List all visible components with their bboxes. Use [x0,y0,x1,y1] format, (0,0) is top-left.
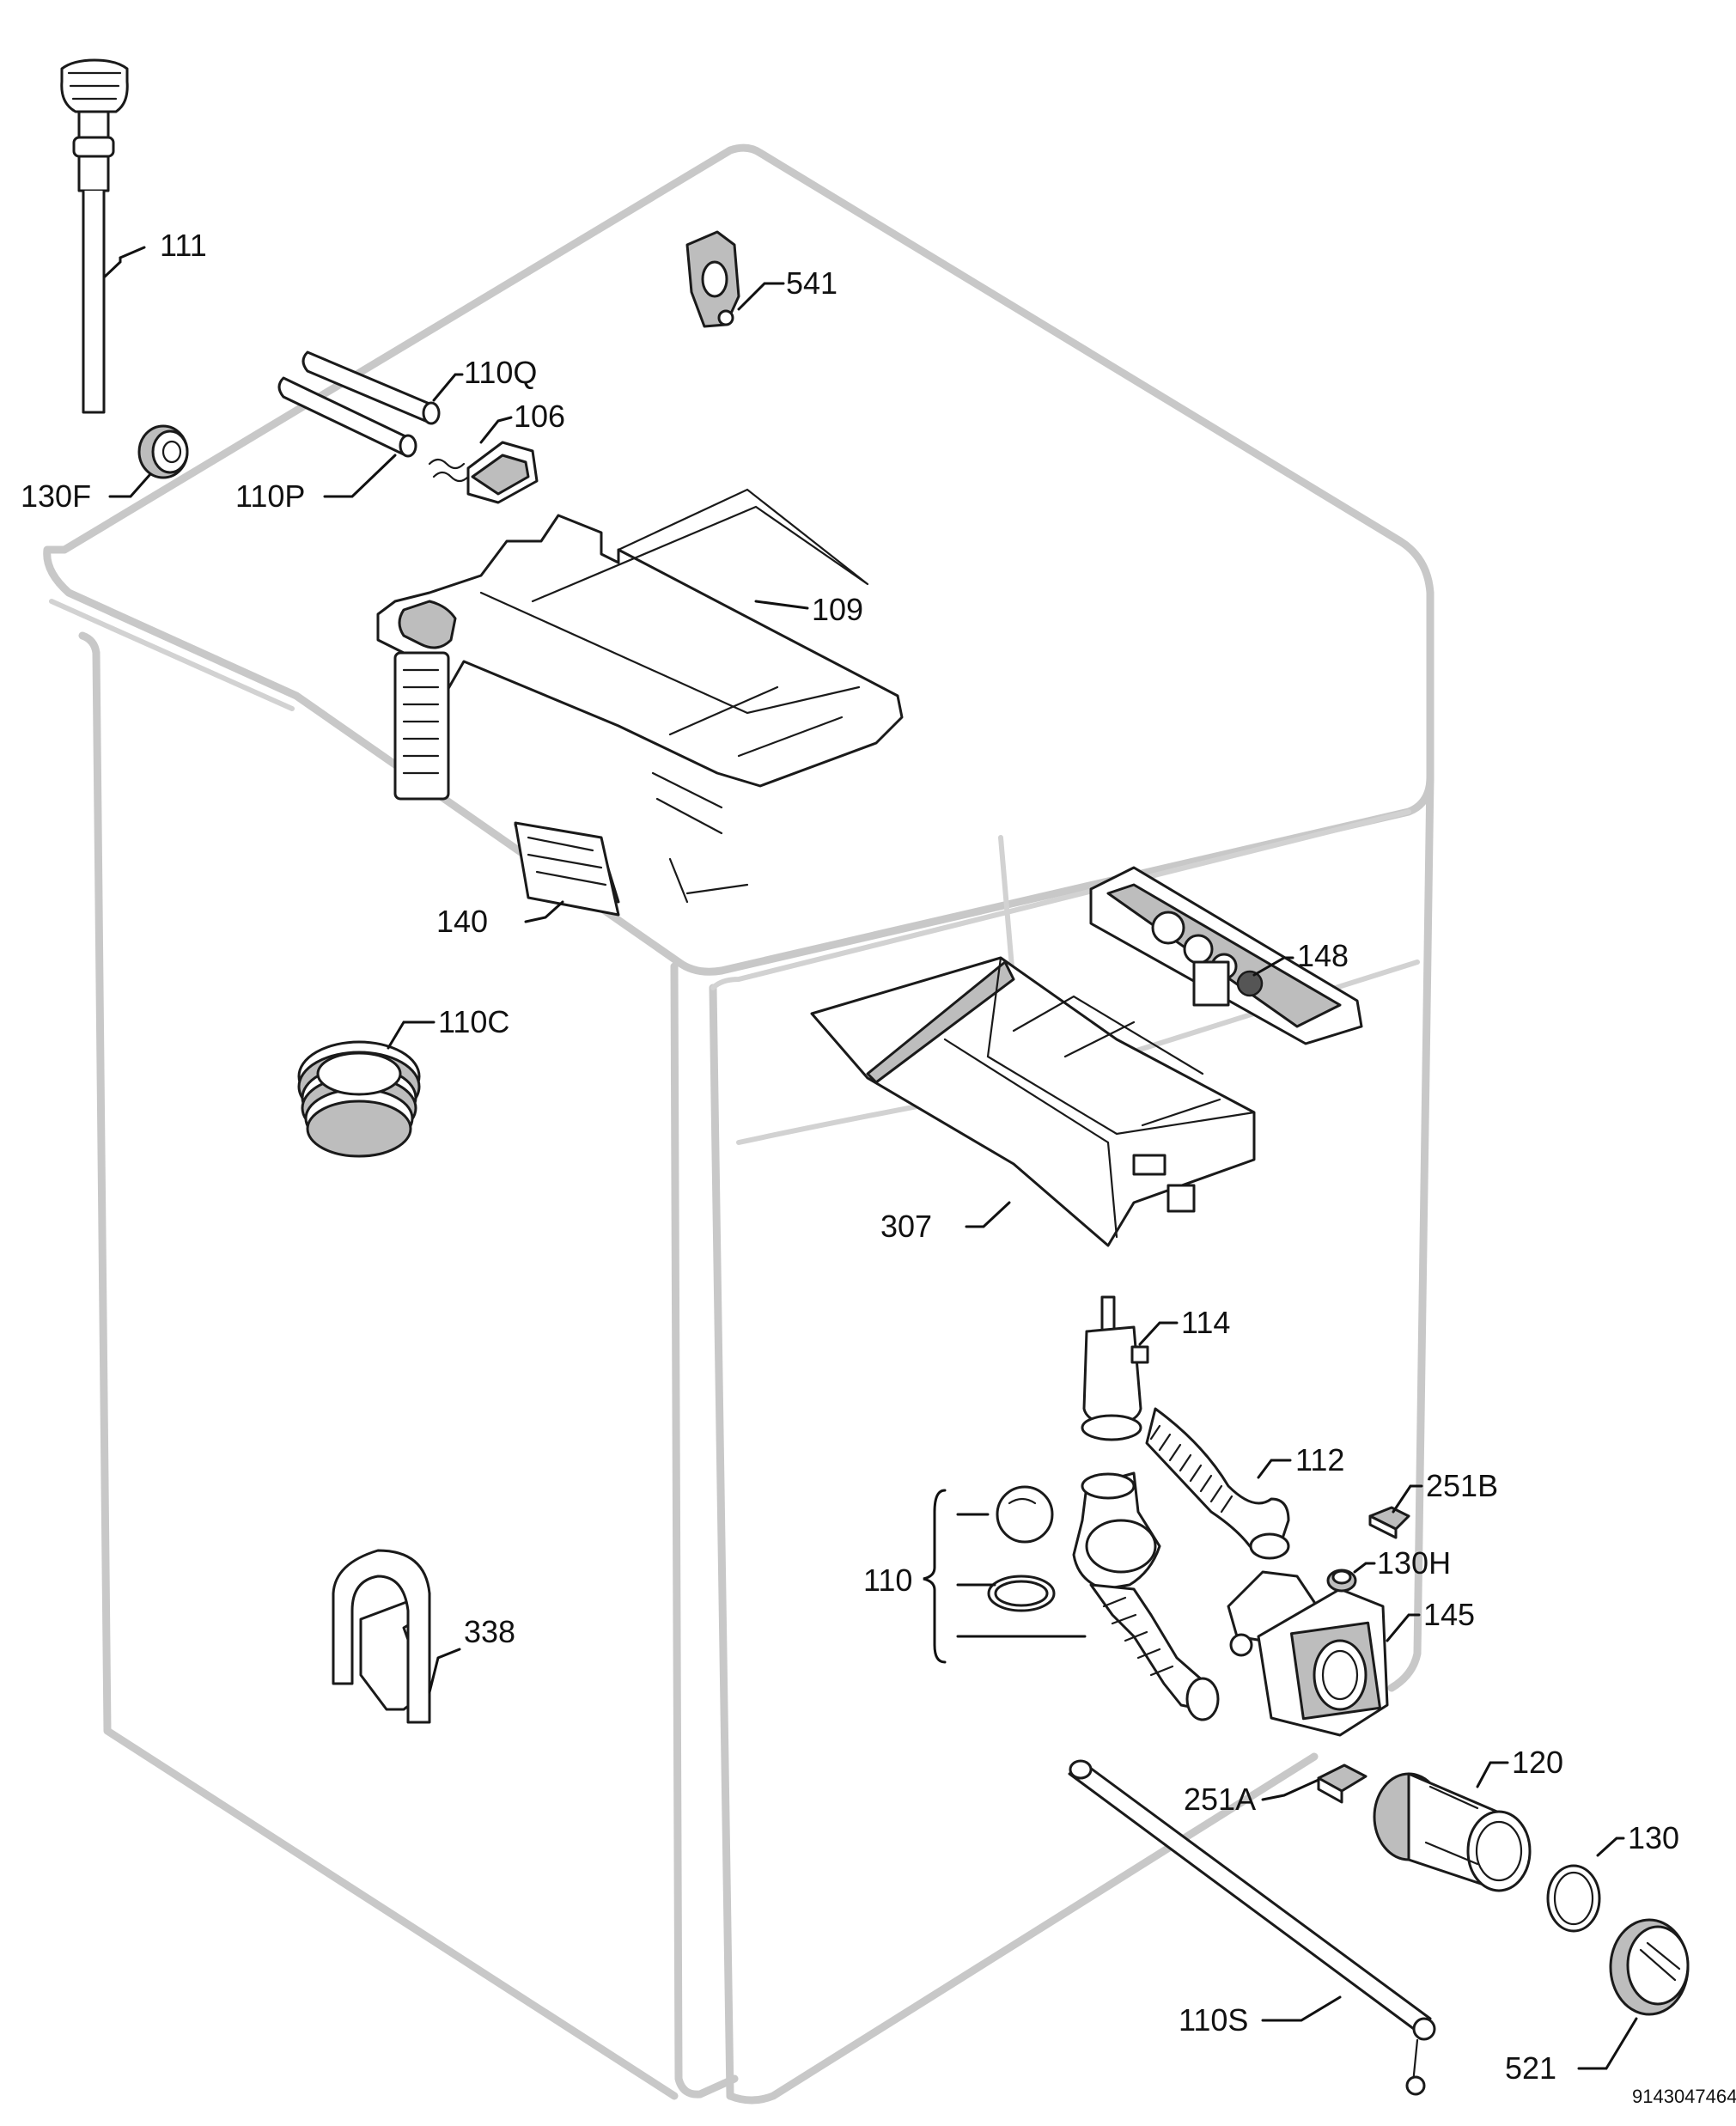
part-110P-tube [277,376,417,458]
part-110S-drain-rod [1068,1759,1436,2096]
part-307-dispenser-drawer [810,956,1256,1247]
part-140-connector [514,821,620,917]
callout-114: 114 [1181,1305,1230,1340]
callout-251B: 251B [1426,1468,1498,1503]
callout-110Q: 110Q [464,355,537,390]
callout-521: 521 [1505,2050,1556,2086]
part-130H-seal [1326,1569,1357,1593]
callout-251A: 251A [1184,1782,1256,1817]
callout-338: 338 [464,1614,515,1649]
part-114-air-chamber [1081,1295,1149,1441]
part-112-hose [1145,1407,1290,1560]
part-106-clip [428,441,539,504]
part-541-bracket [685,230,740,328]
callout-130H: 130H [1377,1545,1451,1581]
part-120-filter [1373,1772,1532,1892]
part-130-o-ring [1546,1864,1601,1933]
callout-110: 110 [863,1563,912,1598]
part-109-dispenser-housing [376,488,904,904]
part-110C-bellows [297,1040,421,1158]
callout-140: 140 [436,904,488,939]
cabinet-outline [43,143,1434,2105]
part-338-hose-bracket [332,1549,431,1724]
part-110-sump-assembly [987,1471,1220,1721]
callout-110C: 110C [438,1004,509,1039]
callout-109: 109 [812,592,863,627]
part-110Q-tube [302,350,441,425]
callout-130: 130 [1628,1820,1679,1855]
callout-111: 111 [160,228,207,263]
part-521-filter-cap [1609,1918,1690,2016]
callout-120: 120 [1512,1745,1563,1780]
part-130F-cap [137,424,189,479]
part-111-inlet-hose [60,58,129,414]
callout-labels: 111 541 110Q 106 130F 110P 109 140 148 1… [21,228,1736,2107]
callout-307: 307 [880,1209,932,1244]
callout-leader-lines [103,246,1638,2070]
callout-541: 541 [786,265,838,301]
callout-110S: 110S [1179,2002,1248,2038]
callout-112: 112 [1295,1442,1344,1477]
callout-110P: 110P [235,478,305,514]
part-148-panel-bracket [1089,866,1363,1045]
callout-106: 106 [514,399,565,434]
callout-148: 148 [1297,938,1349,973]
callout-145: 145 [1423,1597,1475,1632]
part-251A-clip [1317,1764,1367,1804]
document-number: 9143047464 [1632,2086,1736,2107]
callout-130F: 130F [21,478,91,514]
part-145-pump-housing [1227,1570,1389,1737]
part-251B-clip [1368,1506,1410,1539]
